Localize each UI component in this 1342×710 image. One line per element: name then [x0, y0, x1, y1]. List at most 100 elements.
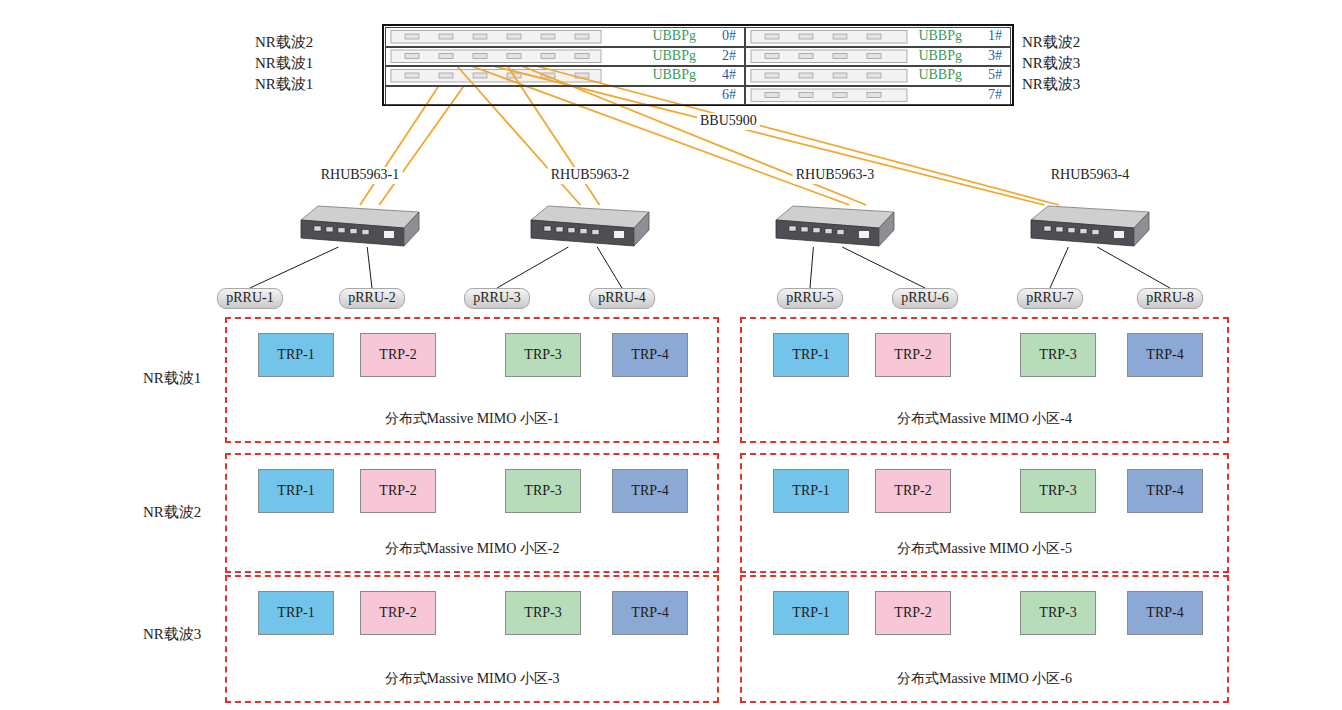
unit-label: pRRU-3: [473, 290, 520, 307]
unit-label: pRRU-1: [226, 290, 273, 307]
carrier-label: NR载波2: [255, 33, 313, 52]
unit-label: pRRU-4: [598, 290, 645, 307]
trp-label: TRP-4: [1146, 483, 1183, 500]
cell-region: 分布式Massive MIMO 小区-5TRP-1TRP-2TRP-3TRP-4: [741, 454, 1228, 572]
board-face: [751, 50, 907, 63]
cable-link: [1097, 247, 1170, 288]
trp-label: TRP-1: [792, 347, 829, 364]
unit-label: pRRU-7: [1026, 290, 1073, 307]
board-port: [439, 34, 453, 39]
cable-link: [597, 247, 622, 288]
board-port: [765, 93, 779, 98]
fiber-link: [360, 86, 439, 206]
carrier-label: NR载波2: [143, 503, 201, 522]
trp-box: TRP-1: [773, 469, 849, 513]
cell-caption: 分布式Massive MIMO 小区-6: [741, 671, 1228, 688]
board-port: [833, 54, 847, 59]
trp-box: TRP-1: [773, 591, 849, 635]
board-slot: 6#: [385, 86, 745, 106]
trp-label: TRP-1: [792, 483, 829, 500]
slot-number: 1#: [988, 28, 1002, 45]
board-port: [867, 34, 881, 39]
board-port: [439, 54, 453, 59]
cable-link: [842, 247, 925, 288]
trp-box: TRP-4: [1127, 333, 1203, 377]
trp-label: TRP-1: [277, 347, 314, 364]
cell-caption: 分布式Massive MIMO 小区-4: [741, 411, 1228, 428]
board-port: [575, 34, 589, 39]
board-port: [541, 34, 555, 39]
fiber-link: [536, 66, 1059, 205]
hub-shape: [530, 205, 650, 247]
carrier-label: NR载波1: [143, 369, 201, 388]
trp-label: TRP-4: [631, 483, 668, 500]
board-port: [799, 93, 813, 98]
carrier-label: NR载波2: [1022, 33, 1080, 52]
trp-box: TRP-3: [505, 591, 581, 635]
cell-caption: 分布式Massive MIMO 小区-3: [226, 671, 718, 688]
board-name: UBBPg: [652, 28, 696, 45]
trp-box: TRP-4: [612, 591, 688, 635]
radio-unit: pRRU-5: [777, 288, 843, 309]
trp-box: TRP-4: [612, 333, 688, 377]
unit-label: pRRU-5: [786, 290, 833, 307]
board-face: [751, 89, 907, 102]
board-port: [439, 73, 453, 78]
fiber-link: [507, 66, 599, 205]
slot-number: 3#: [988, 48, 1002, 65]
board-port: [765, 54, 779, 59]
hub-device: RHUB5963-3: [775, 205, 895, 247]
trp-label: TRP-2: [894, 347, 931, 364]
cable-link: [1050, 247, 1068, 288]
board-port: [473, 34, 487, 39]
carrier-label: NR载波1: [255, 54, 313, 73]
trp-label: TRP-3: [524, 483, 561, 500]
trp-label: TRP-3: [1039, 483, 1076, 500]
bbu-chassis: BBU5900UBBPg0#UBBPg1#UBBPg2#UBBPg3#UBBPg…: [383, 25, 1013, 105]
trp-label: TRP-2: [379, 483, 416, 500]
board-port: [867, 73, 881, 78]
trp-box: TRP-1: [258, 469, 334, 513]
radio-unit: pRRU-3: [464, 288, 530, 309]
board-port: [473, 54, 487, 59]
trp-box: TRP-2: [360, 333, 436, 377]
trp-box: TRP-2: [875, 591, 951, 635]
carrier-label: NR载波3: [1022, 75, 1080, 94]
fiber-link: [493, 66, 1044, 205]
board-slot: UBBPg5#: [745, 66, 1011, 86]
board-slot: UBBPg4#: [385, 66, 745, 86]
cable-link: [497, 247, 568, 288]
board-port: [541, 54, 555, 59]
unit-label: pRRU-8: [1146, 290, 1193, 307]
board-port: [405, 54, 419, 59]
trp-label: TRP-3: [1039, 347, 1076, 364]
cell-region: 分布式Massive MIMO 小区-4 TRP-1 TRP-2 TRP-3 TRP-4: [741, 318, 1228, 442]
unit-label: pRRU-2: [348, 290, 395, 307]
trp-box: TRP-1: [773, 333, 849, 377]
board-face: [391, 50, 601, 63]
trp-box: TRP-3: [505, 333, 581, 377]
board-name: UBBPg: [652, 67, 696, 84]
trp-label: TRP-1: [792, 605, 829, 622]
board-port: [405, 73, 419, 78]
trp-box: TRP-2: [360, 469, 436, 513]
trp-label: TRP-3: [524, 347, 561, 364]
slot-number: 0#: [722, 28, 736, 45]
trp-label: TRP-4: [631, 605, 668, 622]
trp-label: TRP-2: [894, 605, 931, 622]
board-name: UBBPg: [918, 48, 962, 65]
board-port: [833, 34, 847, 39]
hub-shape: [300, 205, 420, 247]
radio-unit: pRRU-6: [892, 288, 958, 309]
trp-box: TRP-1: [258, 591, 334, 635]
cell-region: 分布式Massive MIMO 小区-3TRP-1TRP-2TRP-3TRP-4: [226, 576, 718, 702]
board-slot: UBBPg 3#: [745, 47, 1011, 67]
trp-box: TRP-4: [1127, 591, 1203, 635]
board-port: [765, 73, 779, 78]
cell-caption: 分布式Massive MIMO 小区-1: [226, 411, 718, 428]
trp-label: TRP-4: [1146, 605, 1183, 622]
trp-box: TRP-2: [875, 469, 951, 513]
board-port: [507, 34, 521, 39]
board-name: UBBPg: [918, 28, 962, 45]
board-port: [799, 73, 813, 78]
